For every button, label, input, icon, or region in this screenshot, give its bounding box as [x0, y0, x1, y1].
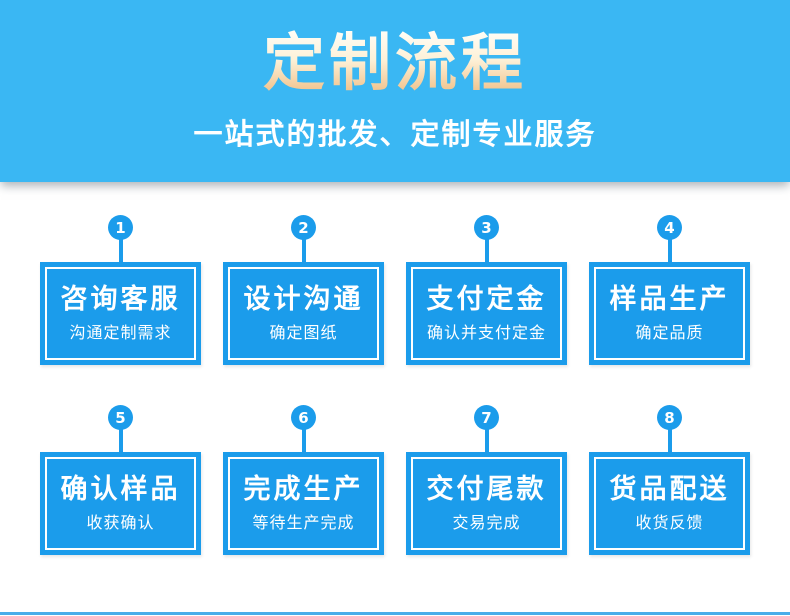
step-6-marker: 6 — [291, 405, 316, 452]
step-number-badge: 8 — [657, 405, 682, 430]
step-connector-line — [667, 428, 672, 452]
step-subtitle: 等待生产完成 — [252, 513, 355, 533]
step-1-marker: 1 — [108, 215, 133, 262]
step-1-card: 咨询客服 沟通定制需求 — [40, 262, 201, 365]
step-3-card: 支付定金 确认并支付定金 — [406, 262, 567, 365]
step-subtitle: 确认并支付定金 — [426, 323, 546, 343]
step-connector-line — [484, 428, 489, 452]
step-3: 3 支付定金 确认并支付定金 — [406, 215, 567, 365]
step-title: 交付尾款 — [426, 474, 547, 506]
step-subtitle: 沟通定制需求 — [69, 323, 172, 343]
step-4-card: 样品生产 确定品质 — [589, 262, 750, 365]
steps-row-2: 5 确认样品 收获确认 6 完成生产 等待生产完成 — [0, 405, 790, 555]
step-1: 1 咨询客服 沟通定制需求 — [40, 215, 201, 365]
step-title: 支付定金 — [426, 284, 547, 316]
step-title: 完成生产 — [243, 474, 364, 506]
step-2-card: 设计沟通 确定图纸 — [223, 262, 384, 365]
step-title: 咨询客服 — [60, 284, 181, 316]
step-connector-line — [118, 428, 123, 452]
step-title: 样品生产 — [609, 284, 730, 316]
step-number-badge: 3 — [474, 215, 499, 240]
step-8: 8 货品配送 收货反馈 — [589, 405, 750, 555]
step-connector-line — [484, 238, 489, 262]
step-4-marker: 4 — [657, 215, 682, 262]
step-5: 5 确认样品 收获确认 — [40, 405, 201, 555]
step-subtitle: 确定图纸 — [269, 323, 338, 343]
step-7-marker: 7 — [474, 405, 499, 452]
step-8-card: 货品配送 收货反馈 — [589, 452, 750, 555]
header-banner: 定制流程 一站式的批发、定制专业服务 — [0, 0, 790, 182]
page-title: 定制流程 — [262, 25, 527, 99]
step-subtitle: 交易完成 — [452, 513, 521, 533]
step-2-marker: 2 — [291, 215, 316, 262]
step-3-marker: 3 — [474, 215, 499, 262]
step-connector-line — [301, 428, 306, 452]
step-connector-line — [667, 238, 672, 262]
step-number-badge: 5 — [108, 405, 133, 430]
step-2: 2 设计沟通 确定图纸 — [223, 215, 384, 365]
step-6-card: 完成生产 等待生产完成 — [223, 452, 384, 555]
step-title: 货品配送 — [609, 474, 730, 506]
process-steps-grid: 1 咨询客服 沟通定制需求 2 设计沟通 确定图纸 — [0, 182, 790, 555]
step-7-card: 交付尾款 交易完成 — [406, 452, 567, 555]
step-5-marker: 5 — [108, 405, 133, 452]
step-number-badge: 1 — [108, 215, 133, 240]
bottom-accent-strip — [0, 612, 790, 615]
step-8-marker: 8 — [657, 405, 682, 452]
step-subtitle: 确定品质 — [635, 323, 704, 343]
step-subtitle: 收获确认 — [86, 513, 155, 533]
step-title: 确认样品 — [60, 474, 181, 506]
step-connector-line — [118, 238, 123, 262]
step-7: 7 交付尾款 交易完成 — [406, 405, 567, 555]
steps-row-1: 1 咨询客服 沟通定制需求 2 设计沟通 确定图纸 — [0, 215, 790, 365]
step-number-badge: 4 — [657, 215, 682, 240]
step-5-card: 确认样品 收获确认 — [40, 452, 201, 555]
page-subtitle: 一站式的批发、定制专业服务 — [193, 117, 597, 152]
step-4: 4 样品生产 确定品质 — [589, 215, 750, 365]
step-title: 设计沟通 — [243, 284, 364, 316]
step-number-badge: 6 — [291, 405, 316, 430]
step-number-badge: 7 — [474, 405, 499, 430]
step-6: 6 完成生产 等待生产完成 — [223, 405, 384, 555]
step-subtitle: 收货反馈 — [635, 513, 704, 533]
step-number-badge: 2 — [291, 215, 316, 240]
step-connector-line — [301, 238, 306, 262]
